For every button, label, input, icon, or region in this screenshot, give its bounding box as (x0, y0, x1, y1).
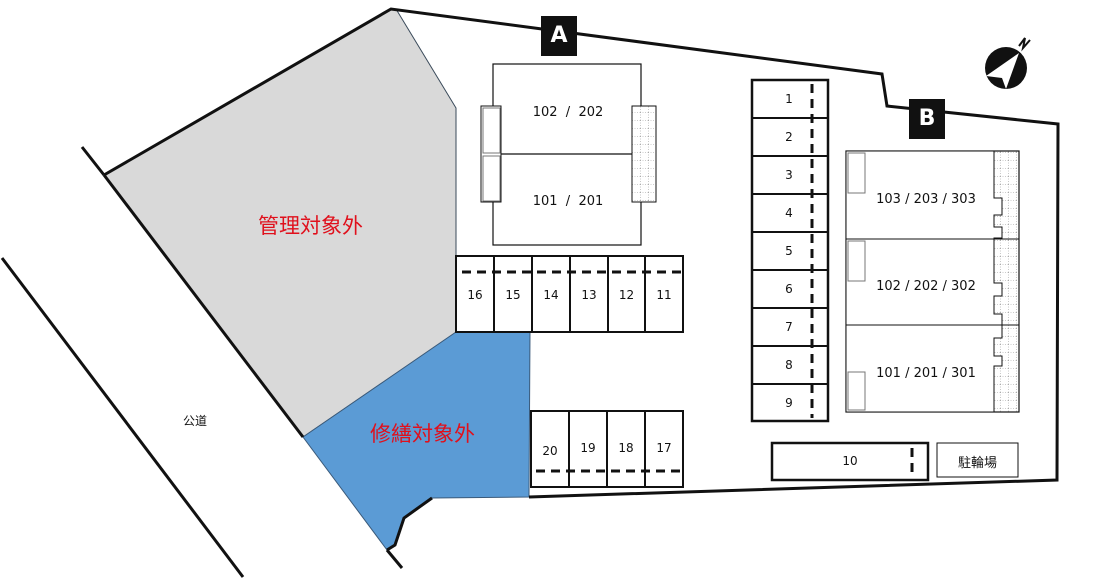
parking-space-5: 5 (785, 244, 793, 258)
building-tag-a: A (541, 16, 577, 56)
parking-space-20: 20 (542, 444, 558, 458)
parking-space-15: 15 (505, 288, 521, 302)
road-edge-stub (80, 146, 106, 176)
parking-space-18: 18 (618, 441, 634, 455)
bicycle-parking-label: 駐輪場 (957, 456, 997, 471)
parking-space-16: 16 (467, 288, 483, 302)
parking-10 (770, 441, 930, 482)
road-label: 公道 (183, 414, 208, 428)
parking-space-1: 1 (785, 92, 793, 106)
parking-space-7: 7 (785, 320, 793, 334)
bicycle-parking (936, 442, 1019, 478)
parking-space-13: 13 (581, 288, 597, 302)
parking-space-6: 6 (785, 282, 793, 296)
unit-a-upper: 102 / 202 (532, 105, 604, 120)
unit-a-lower: 101 / 201 (532, 194, 604, 209)
zone-label-management-excluded: 管理対象外 (258, 214, 363, 238)
parking-space-3: 3 (785, 168, 793, 182)
parking-column-1-9 (750, 78, 830, 423)
parking-space-14: 14 (543, 288, 559, 302)
parking-space-17: 17 (656, 441, 672, 455)
parking-space-11: 11 (656, 288, 672, 302)
unit-b-top: 103 / 203 / 303 (876, 192, 976, 207)
site-boundary-stub-south (385, 549, 404, 569)
parking-space-2: 2 (785, 130, 793, 144)
parking-space-8: 8 (785, 358, 793, 372)
north-arrow-icon (985, 37, 1031, 89)
zone-label-repair-excluded: 修繕対象外 (370, 422, 475, 446)
parking-space-19: 19 (580, 441, 596, 455)
balcony-a (631, 105, 657, 203)
unit-b-bottom: 101 / 201 / 301 (876, 366, 976, 381)
road-edge-left (0, 257, 245, 578)
parking-row-20-17 (530, 410, 684, 488)
parking-space-9: 9 (785, 396, 793, 410)
building-a (480, 63, 657, 246)
site-boundary-west (102, 174, 305, 438)
site-boundary (103, 7, 1060, 499)
building-b (845, 150, 1020, 413)
site-boundary-south (386, 496, 433, 552)
unit-b-middle: 102 / 202 / 302 (876, 279, 976, 294)
parking-row-16-11 (455, 255, 684, 333)
parking-space-12: 12 (618, 288, 635, 302)
parking-space-4: 4 (785, 206, 793, 220)
building-tag-b: B (909, 99, 945, 139)
parking-space-10: 10 (842, 454, 858, 468)
